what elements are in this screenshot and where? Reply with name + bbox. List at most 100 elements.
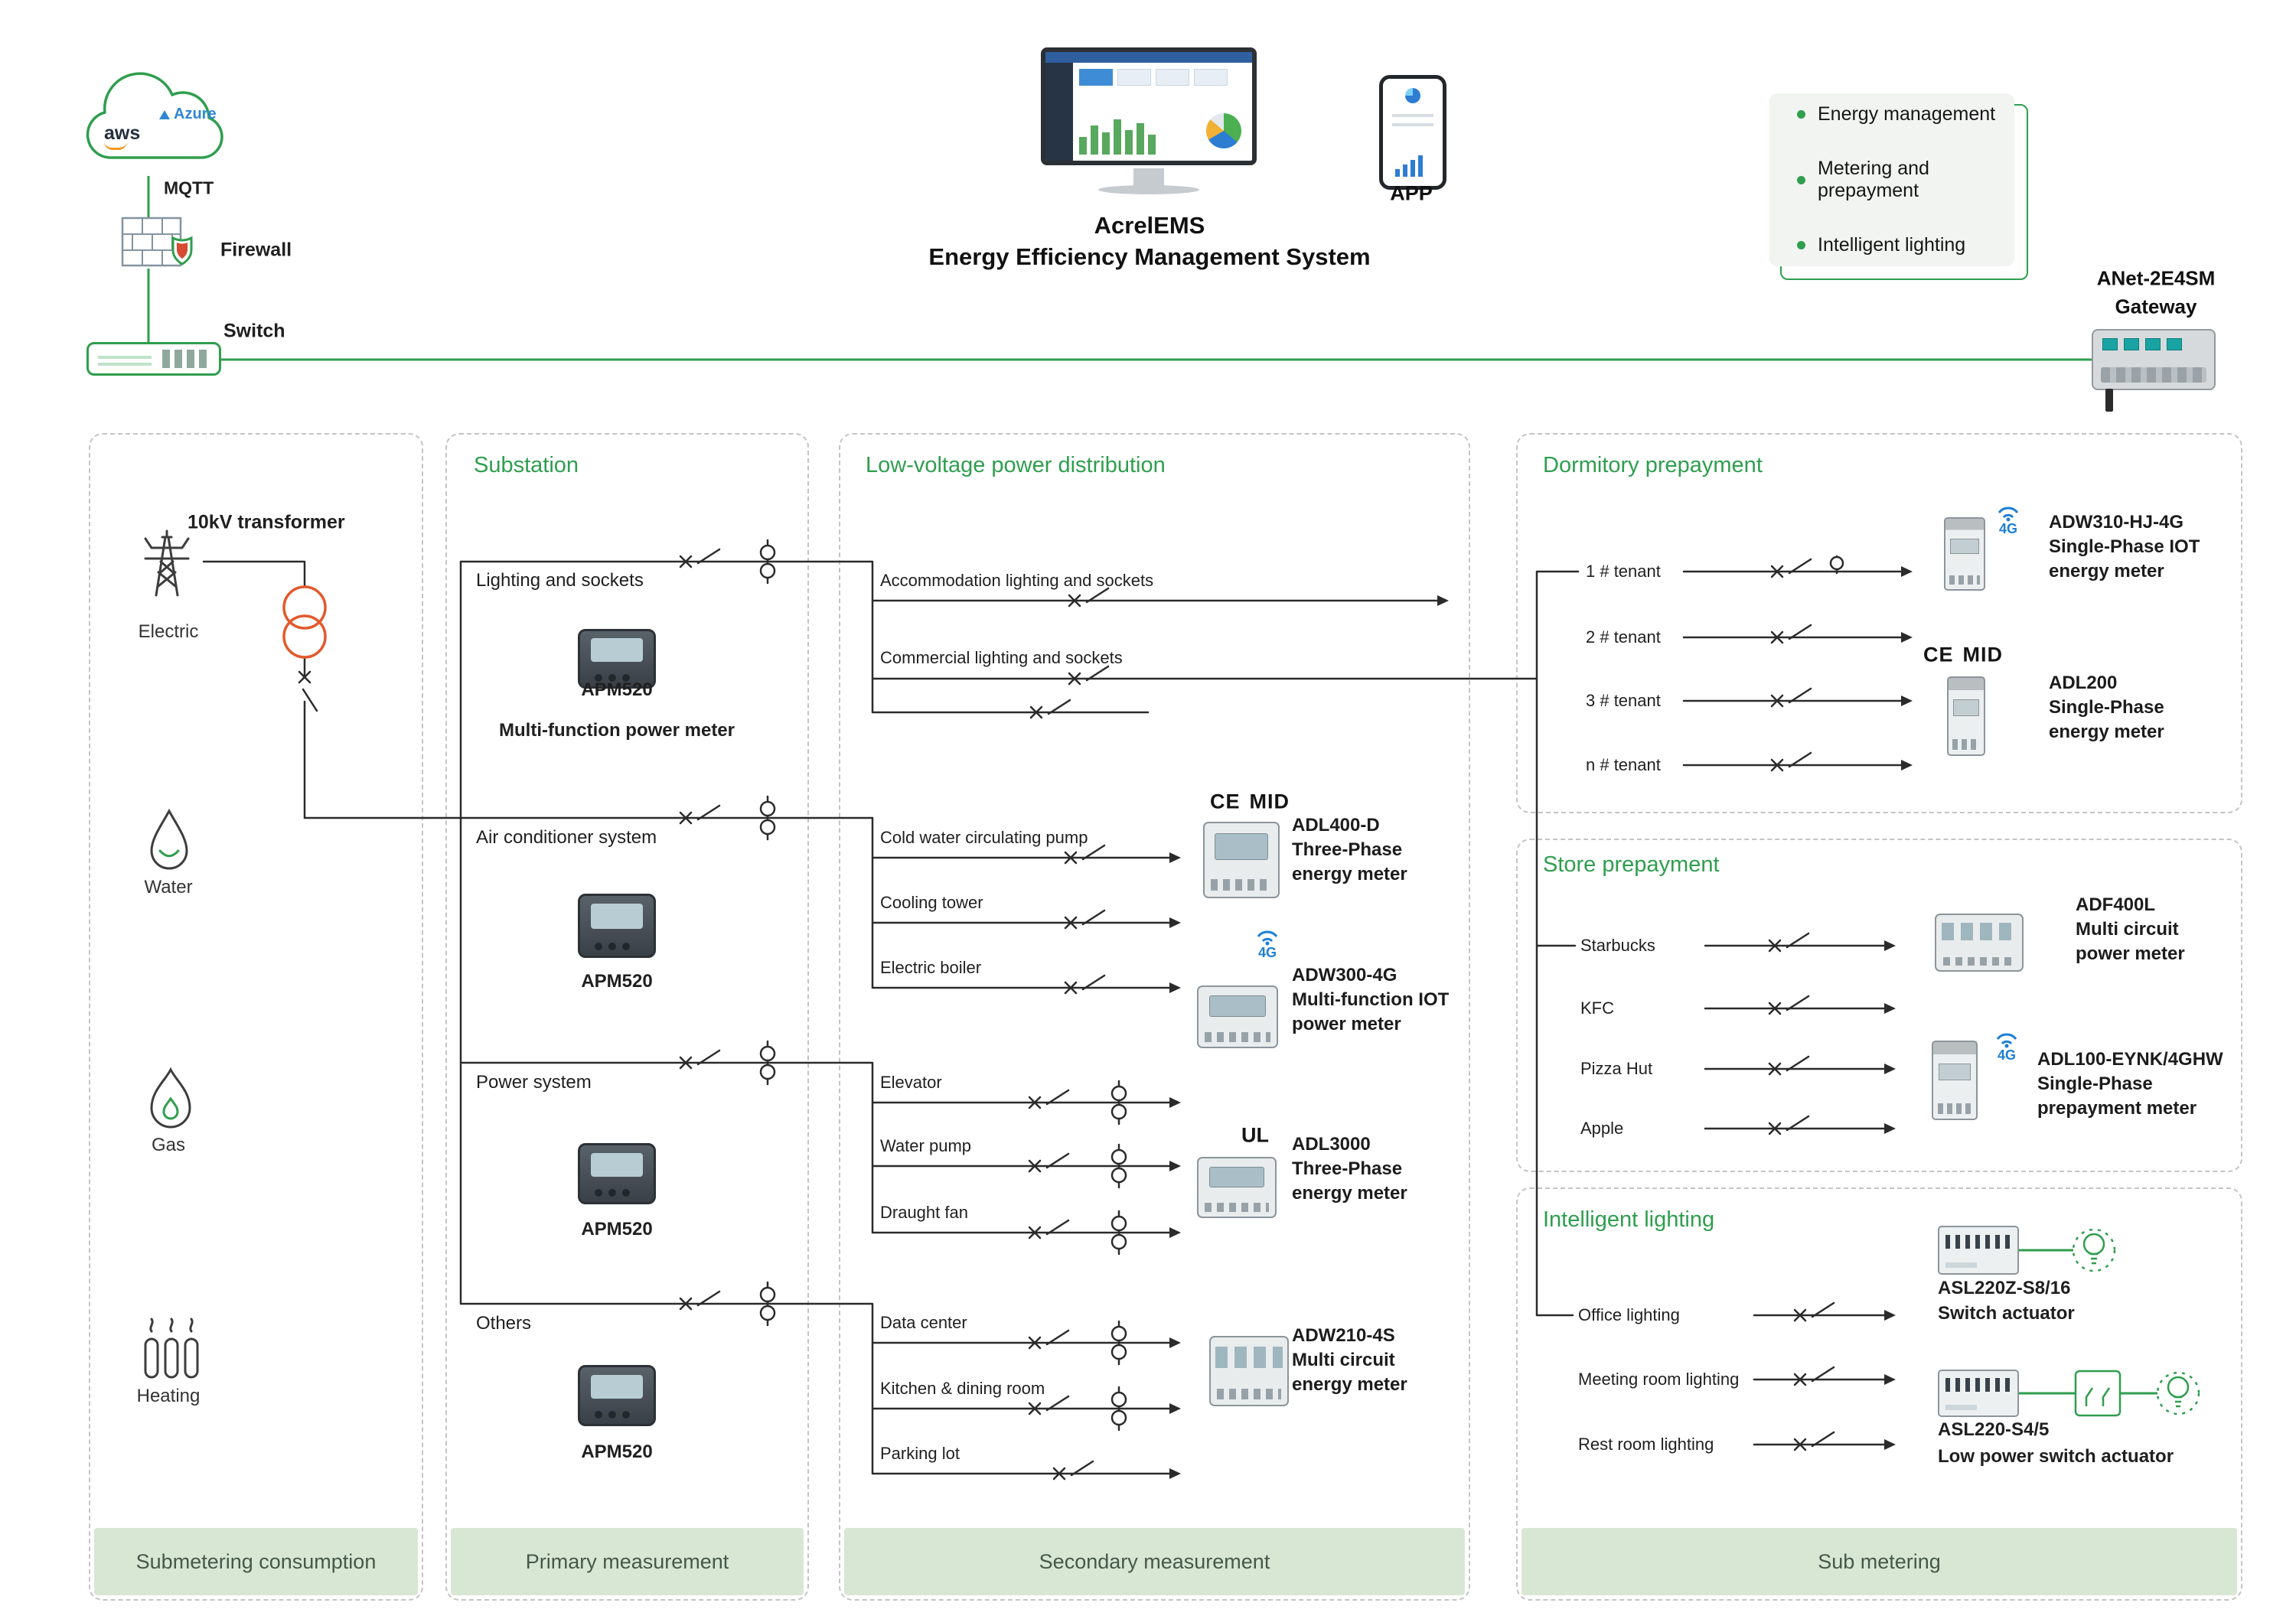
dashboard-header xyxy=(1045,52,1252,63)
4g-signal-icon: 4G xyxy=(1991,505,2025,536)
circuit-label: Draught fan xyxy=(880,1203,968,1222)
low-voltage-title: Low-voltage power distribution xyxy=(866,453,1166,477)
adw300-meter-icon xyxy=(1197,985,1278,1048)
tenant-label: KFC xyxy=(1580,998,1614,1018)
meter-info: ADL100-EYNK/4GHW Single-Phase prepayment… xyxy=(2037,1049,2223,1119)
meter-info: ADW300-4G Multi-function IOT power meter xyxy=(1292,965,1450,1034)
water-label: Water xyxy=(144,877,193,897)
circuit-label: Data center xyxy=(880,1313,967,1332)
tenant-label: n # tenant xyxy=(1586,755,1661,774)
lighting-circuit-label: Rest room lighting xyxy=(1578,1435,1714,1454)
meter-info: ADF400L Multi circuit power meter xyxy=(2076,894,2185,964)
actuator-desc: Low power switch actuator xyxy=(1938,1446,2174,1467)
system-name: AcrelEMS xyxy=(1094,212,1205,239)
gas-label: Gas xyxy=(151,1135,185,1155)
actuator-desc: Switch actuator xyxy=(1938,1303,2075,1324)
dormitory-title: Dormitory prepayment xyxy=(1543,453,1763,477)
substation-footer: Primary measurement xyxy=(451,1528,804,1595)
dashboard-sidebar xyxy=(1045,63,1073,161)
switch-label: Switch xyxy=(223,320,285,342)
meter-name: APM520 xyxy=(581,1441,653,1462)
dashboard-pie-chart xyxy=(1206,113,1241,148)
tenant-label: Starbucks xyxy=(1580,936,1655,955)
adl200-meter-icon xyxy=(1947,676,1985,756)
gateway-ports xyxy=(2102,338,2182,350)
gateway-terminal-strip xyxy=(2101,367,2206,383)
azure-logo: Azure xyxy=(159,106,217,123)
panel-lighting: Intelligent lighting Sub metering xyxy=(1516,1187,2242,1601)
circuit-label: Cooling tower xyxy=(880,893,983,912)
low-voltage-footer: Secondary measurement xyxy=(844,1528,1465,1595)
electric-pylon-icon xyxy=(144,529,190,597)
monitor-screen xyxy=(1041,47,1257,165)
adl3000-meter-icon xyxy=(1197,1157,1277,1218)
ul-badge: UL xyxy=(1241,1123,1269,1147)
circuit-label: Parking lot xyxy=(880,1444,960,1463)
asl220-actuator-icon xyxy=(1938,1370,2019,1417)
4g-signal-icon: 4G xyxy=(1990,1031,2024,1062)
gateway-model: ANet-2E4SM xyxy=(2096,266,2216,290)
adf400l-meter-icon xyxy=(1935,914,2024,972)
monitor-dashboard xyxy=(1041,47,1257,197)
monitor-base xyxy=(1098,185,1199,194)
mqtt-label: MQTT xyxy=(164,178,214,198)
tenant-label: 1 # tenant xyxy=(1586,562,1661,581)
gateway-antenna-icon xyxy=(2105,389,2113,412)
apm520-meter-icon xyxy=(578,1143,656,1204)
circuit-label: Commercial lighting and sockets xyxy=(880,648,1123,667)
feature-item: Metering and prepayment xyxy=(1797,158,2014,202)
bullet-icon xyxy=(1797,175,1805,184)
meter-info: ADW310-HJ-4G Single-Phase IOT energy met… xyxy=(2049,512,2200,581)
heating-radiator-icon xyxy=(144,1318,199,1379)
meter-name: APM520 xyxy=(581,1219,653,1239)
panel-submetering: Submetering consumption xyxy=(89,433,423,1601)
tenant-label: Apple xyxy=(1580,1119,1624,1138)
monitor-stand xyxy=(1133,168,1164,187)
meter-info: ADL400-D Three-Phase energy meter xyxy=(1292,815,1407,884)
asl220z-actuator-icon xyxy=(1938,1226,2019,1275)
switch-vents xyxy=(98,353,152,366)
actuator-name: ASL220-S4/5 xyxy=(1938,1419,2050,1440)
adl100-meter-icon xyxy=(1932,1041,1978,1120)
meter-name: APM520 xyxy=(581,971,653,992)
app-logo-icon xyxy=(1405,88,1420,103)
dashboard-cards xyxy=(1079,69,1228,86)
heating-label: Heating xyxy=(136,1386,201,1406)
4g-signal-icon: 4G xyxy=(1251,929,1284,959)
lighting-circuit-label: Office lighting xyxy=(1578,1305,1680,1324)
sub-metering-footer: Sub metering xyxy=(1521,1528,2237,1595)
circuit-label: Water pump xyxy=(880,1136,972,1155)
branch-label: Others xyxy=(476,1313,532,1334)
switch-ports xyxy=(162,350,211,368)
circuit-label: Accommodation lighting and sockets xyxy=(880,571,1154,590)
adw310-meter-icon xyxy=(1944,517,1985,591)
water-drop-icon xyxy=(150,808,188,870)
circuit-label: Elevator xyxy=(880,1073,942,1092)
meter-name: APM520 xyxy=(581,679,653,700)
firewall-label: Firewall xyxy=(220,239,292,261)
aws-logo: aws xyxy=(104,122,140,150)
meter-info: ADW210-4S Multi circuit energy meter xyxy=(1292,1325,1407,1395)
branch-label: Air conditioner system xyxy=(476,827,657,848)
meter-desc: Multi-function power meter xyxy=(499,720,735,741)
panel-store: Store prepayment xyxy=(1516,839,2242,1172)
substation-title: Substation xyxy=(474,453,579,477)
circuit-label: Electric boiler xyxy=(880,958,982,977)
meter-info: ADL3000 Three-Phase energy meter xyxy=(1292,1134,1407,1204)
tenant-label: Pizza Hut xyxy=(1580,1059,1653,1078)
lighting-circuit-label: Meeting room lighting xyxy=(1578,1370,1740,1389)
app-label: APP xyxy=(1390,181,1433,205)
submetering-footer: Submetering consumption xyxy=(94,1528,418,1595)
circuit-label: Cold water circulating pump xyxy=(880,828,1088,847)
electric-label: Electric xyxy=(138,621,199,642)
actuator-name: ASL220Z-S8/16 xyxy=(1938,1278,2071,1298)
store-title: Store prepayment xyxy=(1543,852,1720,877)
firewall-icon xyxy=(121,217,193,267)
dashboard-bar-chart xyxy=(1079,110,1179,155)
meter-info: ADL200 Single-Phase energy meter xyxy=(2049,673,2164,742)
lighting-title: Intelligent lighting xyxy=(1543,1207,1715,1232)
app-bar-chart xyxy=(1395,155,1423,177)
adl400d-meter-icon xyxy=(1203,822,1280,898)
